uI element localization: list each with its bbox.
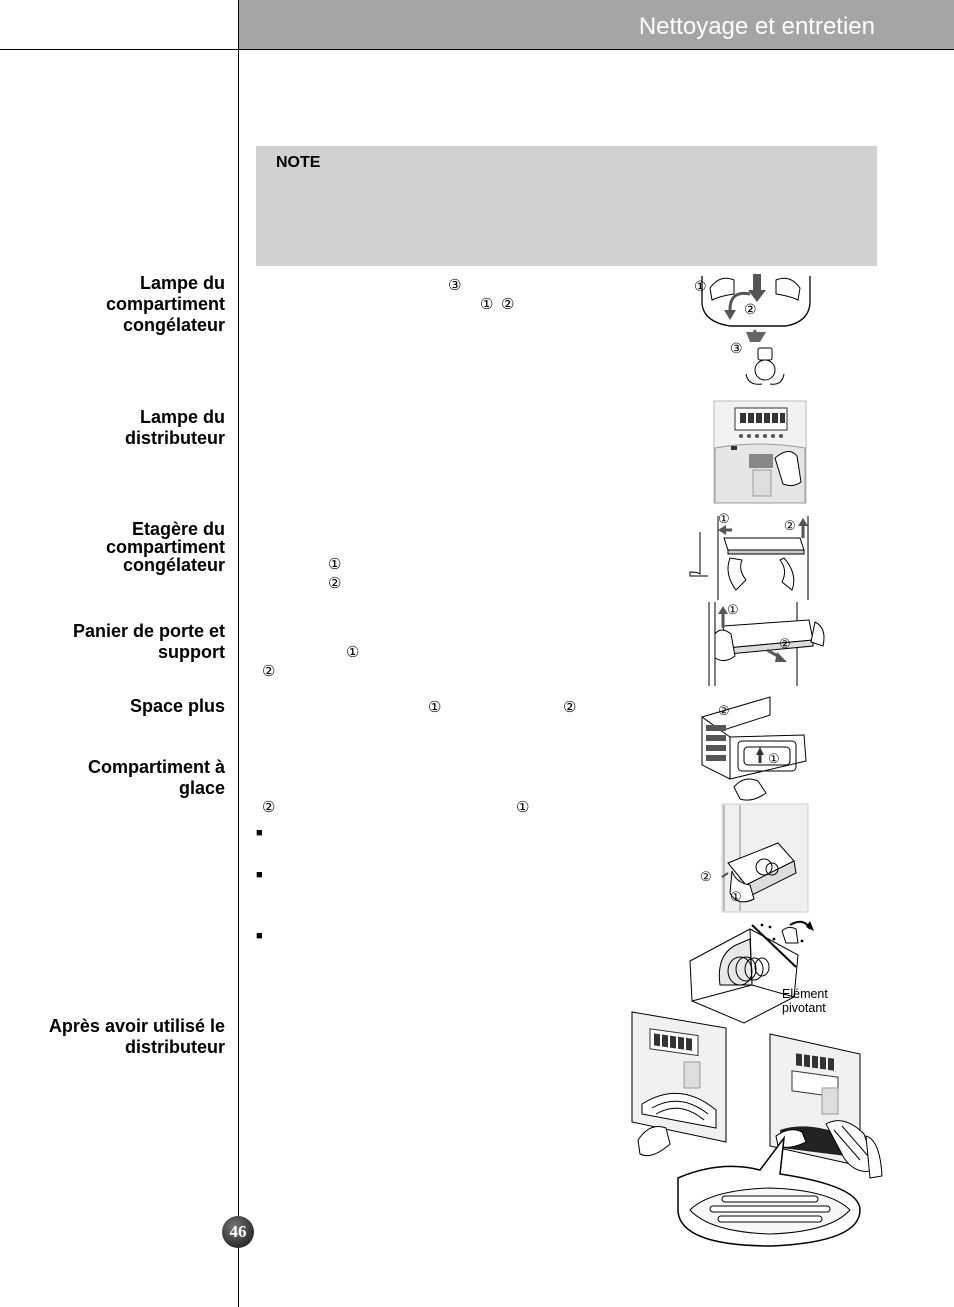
step-marker-1: ① xyxy=(346,644,360,661)
figure-marker-1: ① xyxy=(768,751,780,766)
section-label-lampe-congelateur: Lampe du compartiment congélateur xyxy=(105,273,225,335)
figure-marker-1: ① xyxy=(718,511,730,526)
step-marker-2: ② xyxy=(262,663,276,680)
figure-marker-1: ① xyxy=(727,602,739,617)
dispenser-cleaning-illustration xyxy=(631,1011,883,1247)
section-label-compartiment-glace: Compartiment à glace xyxy=(87,757,225,798)
section-label-apres-distributeur: Après avoir utilisé le distributeur xyxy=(48,1016,225,1057)
figure-marker-2: ② xyxy=(779,636,791,651)
step-marker-2: ② xyxy=(501,296,515,313)
section-label-etagere-congelateur: Etagère du compartiment congélateur xyxy=(105,519,225,575)
figure-marker-2: ② xyxy=(744,301,757,317)
figure-marker-1: ① xyxy=(694,278,707,294)
bullet-point: ■ xyxy=(256,827,263,839)
column-divider xyxy=(238,0,239,1307)
dispenser-lamp-illustration xyxy=(713,400,807,504)
note-box: NOTE xyxy=(256,146,877,266)
step-marker-1: ① xyxy=(428,699,442,716)
section-label-panier-porte: Panier de porte et support xyxy=(72,621,225,662)
freezer-shelf-illustration: ① ② xyxy=(689,511,809,600)
step-marker-2: ② xyxy=(328,575,342,592)
step-marker-2: ② xyxy=(262,799,276,816)
figure-marker-2: ② xyxy=(784,518,796,533)
step-marker-1: ① xyxy=(516,799,530,816)
space-plus-illustration: ② ① xyxy=(701,696,807,801)
step-marker-3: ③ xyxy=(448,277,462,294)
header-divider xyxy=(0,49,954,50)
section-label-lampe-distributeur: Lampe du distributeur xyxy=(124,407,225,448)
step-marker-1: ① xyxy=(328,556,342,573)
bullet-point: ■ xyxy=(256,869,263,881)
pivot-element-label: Elément pivotant xyxy=(782,987,831,1015)
note-label: NOTE xyxy=(276,154,321,171)
bullet-point: ■ xyxy=(256,930,263,942)
step-marker-1: ① xyxy=(480,296,494,313)
figure-marker-2: ② xyxy=(718,703,730,718)
page-header-title: Nettoyage et entretien xyxy=(638,13,875,40)
door-basket-illustration: ① ② xyxy=(708,602,825,686)
freezer-lamp-illustration: ① ② ③ xyxy=(694,274,811,385)
ice-bin-pivot-illustration: Elément pivotant xyxy=(689,920,831,1024)
page-number-badge: 46 xyxy=(222,1216,254,1248)
step-marker-2: ② xyxy=(563,699,577,716)
ice-compartment-illustration: ② ① xyxy=(700,803,809,913)
section-label-space-plus: Space plus xyxy=(129,696,225,716)
figure-marker-3: ③ xyxy=(730,340,743,356)
figure-marker-1: ① xyxy=(730,889,742,904)
header-bar xyxy=(238,0,954,50)
figure-marker-2: ② xyxy=(700,869,712,884)
